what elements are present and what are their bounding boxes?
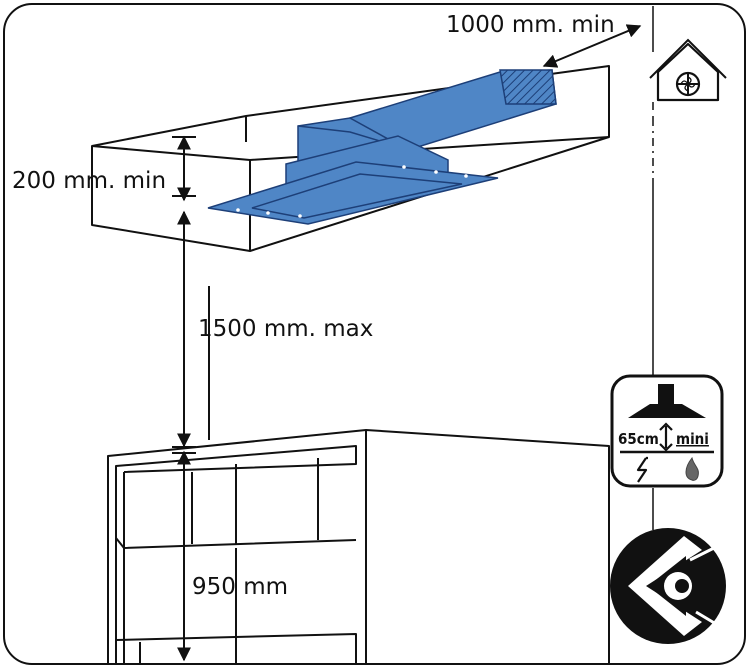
hob-distance-min: mini — [676, 430, 709, 448]
electric-icon — [636, 456, 648, 483]
ceiling-height-label: 200 mm. min — [12, 168, 166, 194]
duct-length-arrow — [542, 24, 642, 68]
house-fan-icon — [640, 38, 727, 102]
kitchen-cabinet — [107, 429, 610, 664]
hob-distance-value: 65cm — [618, 430, 659, 448]
gas-flame-icon — [685, 456, 699, 481]
worktop-height-arrow — [172, 450, 196, 662]
ceiling-hood — [207, 69, 557, 225]
hood-hob-distance-icon: 65cm mini — [610, 374, 724, 488]
hood-to-hob-label: 1500 mm. max — [198, 316, 373, 342]
duct-length-label: 1000 mm. min — [446, 12, 615, 38]
ceiling-height-arrow — [172, 135, 196, 202]
worktop-height-label: 950 mm — [192, 574, 288, 600]
eye-view-icon — [610, 528, 726, 644]
